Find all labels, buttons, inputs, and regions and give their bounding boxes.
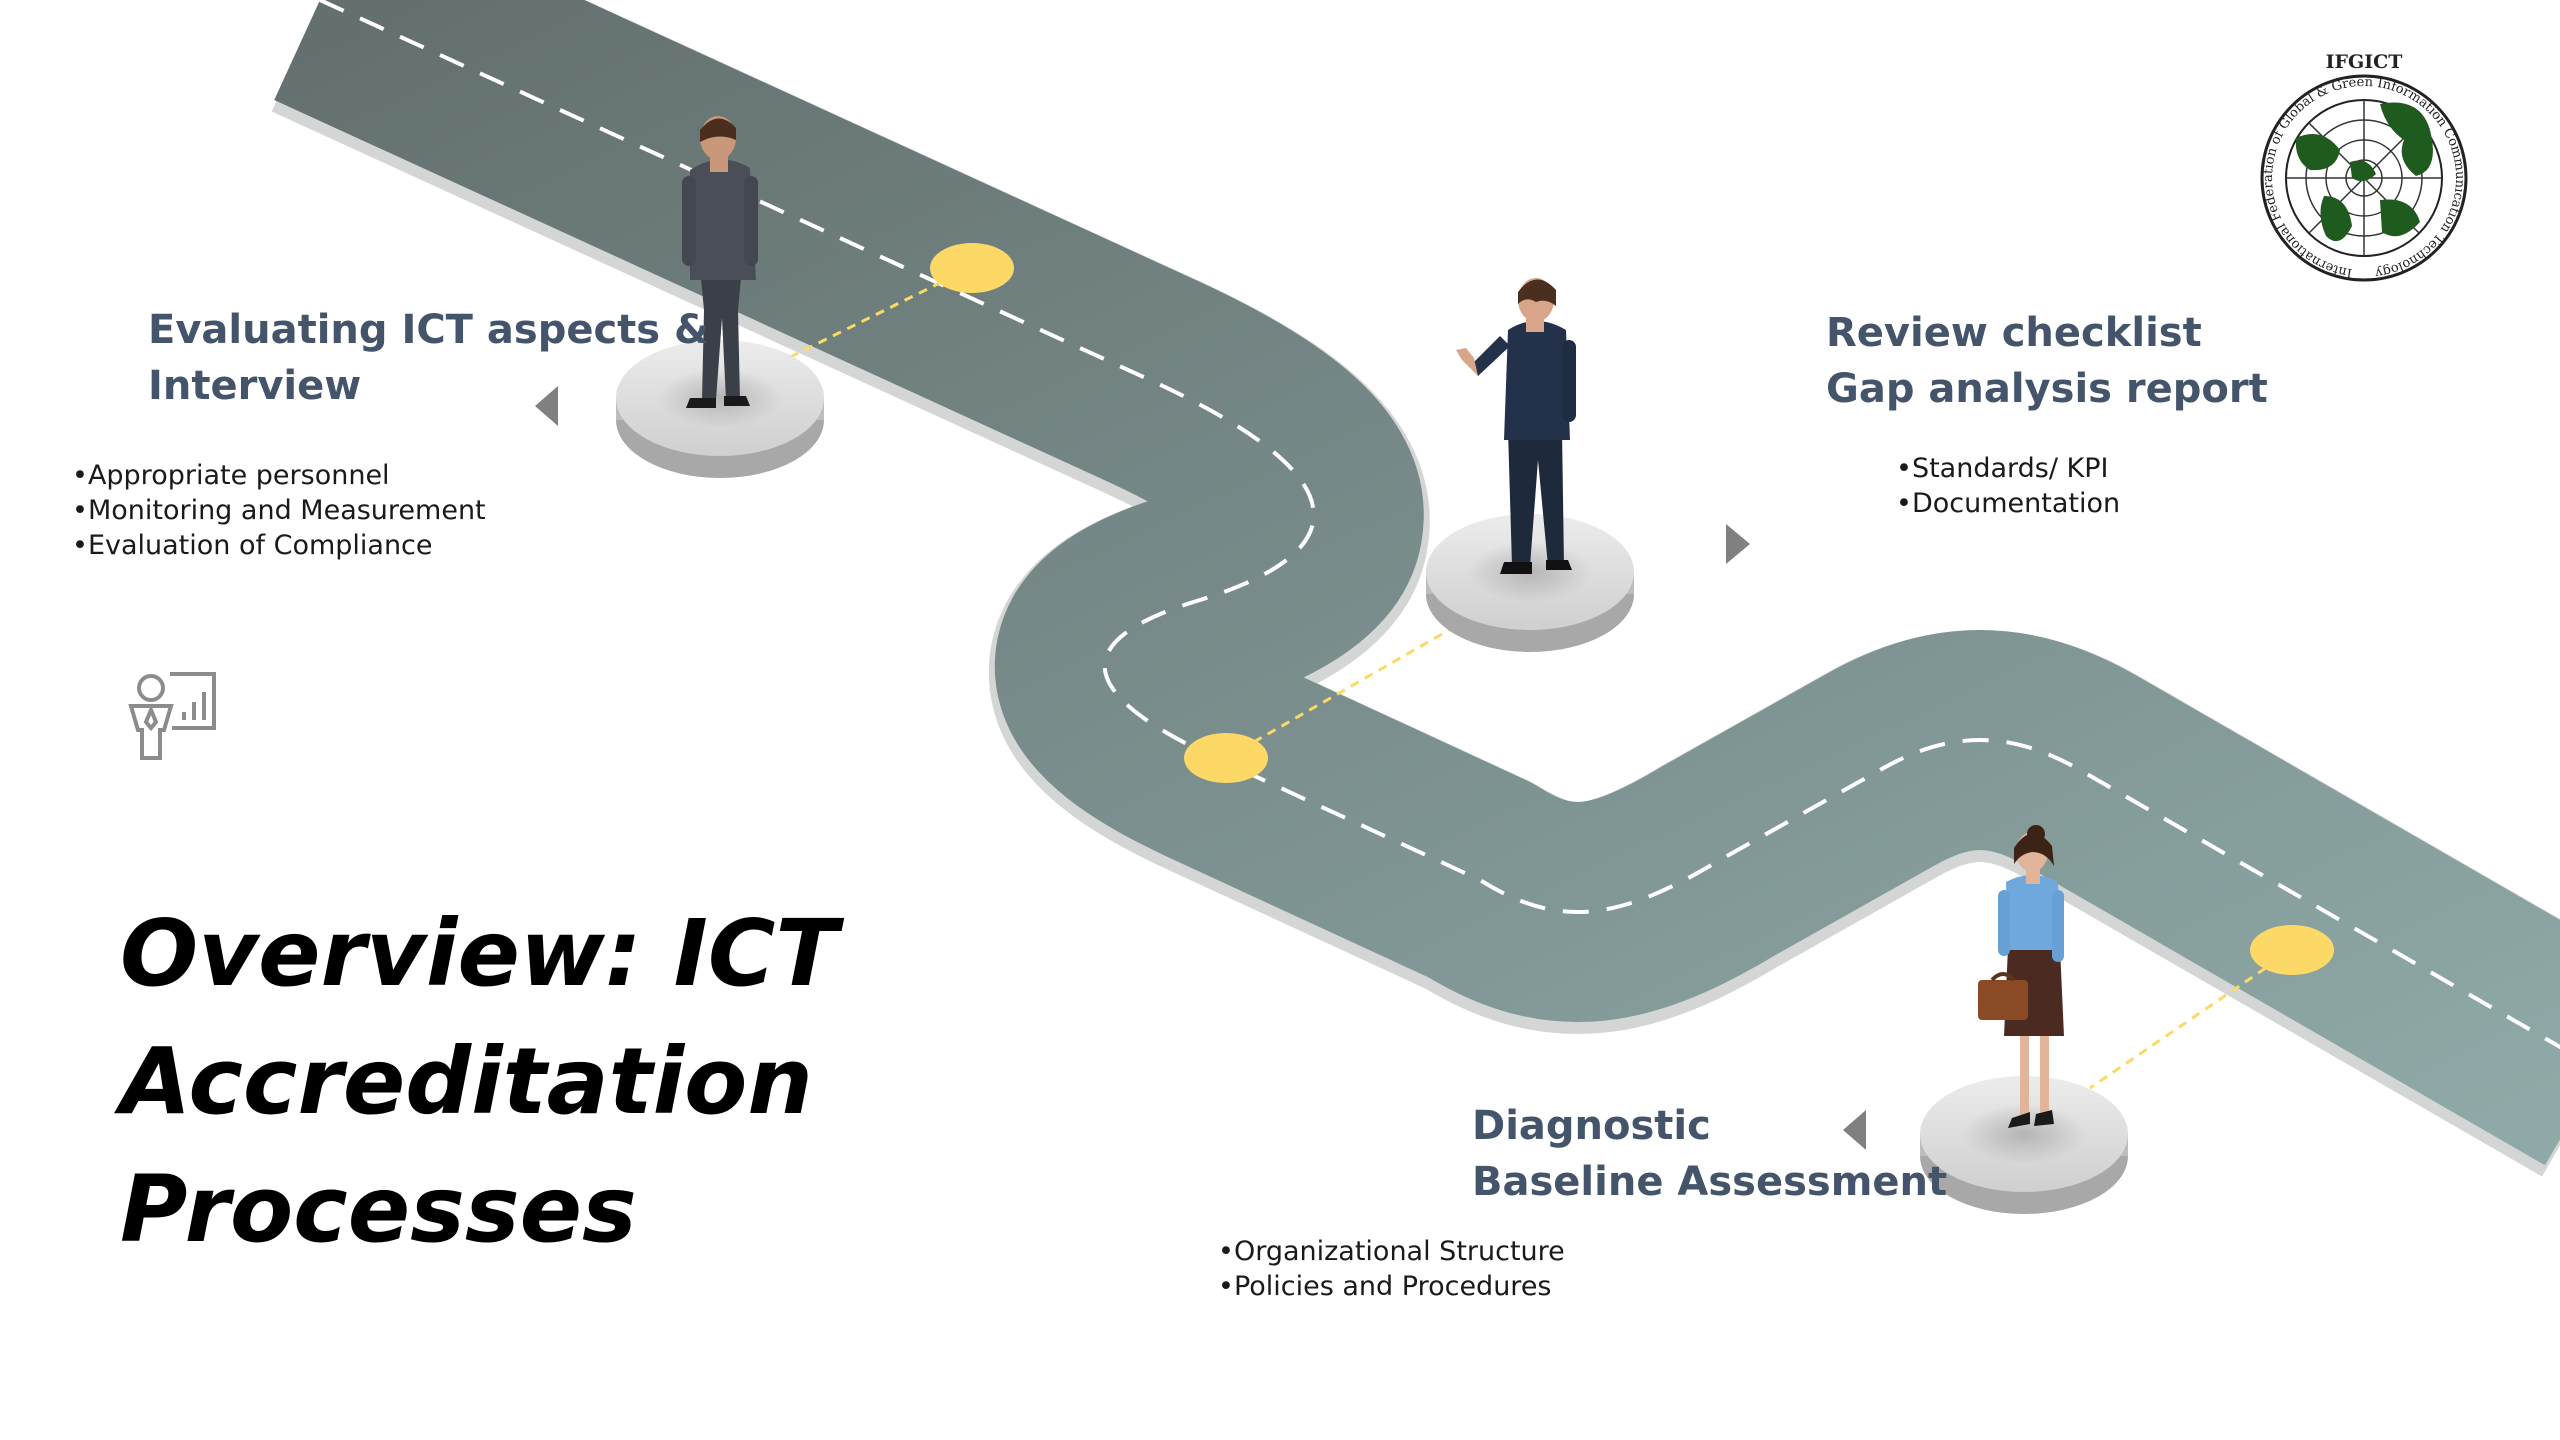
milestone-marker-3 (2250, 925, 2334, 975)
step-3-bullet-1: Organizational Structure (1218, 1234, 1565, 1269)
step-3-heading-line-1: Diagnostic (1472, 1103, 1711, 1149)
step-1-heading-line-1: Evaluating ICT aspects & (148, 307, 709, 353)
step-1-heading-line-2: Interview (148, 363, 362, 409)
person-2-man-navy-suit (1456, 278, 1576, 574)
page-title-line-1: Overview: ICT (120, 900, 839, 1007)
milestone-marker-1 (930, 243, 1014, 293)
milestone-marker-2 (1184, 733, 1268, 783)
triangle-left-icon (535, 386, 558, 426)
step-1-bullets: Appropriate personnel Monitoring and Mea… (72, 458, 486, 563)
step-1-bullet-2: Monitoring and Measurement (72, 493, 486, 528)
step-2-heading-line-1: Review checklist (1826, 310, 2202, 356)
milestone-link-1 (759, 266, 971, 374)
page-title: Overview: ICT Accreditation Processes (120, 890, 838, 1274)
step-3-bullet-2: Policies and Procedures (1218, 1269, 1565, 1304)
logo-acronym: IFGICT (2326, 51, 2403, 73)
step-2-bullets: Standards/ KPI Documentation (1896, 451, 2120, 521)
ifgict-logo: International Federation of Global & Gre… (2260, 51, 2468, 282)
step-1-heading: Evaluating ICT aspects & Interview (148, 302, 709, 414)
milestone-markers (759, 243, 2334, 1090)
person-3-woman-briefcase (1978, 825, 2064, 1128)
step-1-bullet-1: Appropriate personnel (72, 458, 486, 493)
step-2-bullet-2: Documentation (1896, 486, 2120, 521)
step-3-heading: Diagnostic Baseline Assessment (1472, 1098, 1947, 1210)
person-1-man-grey-suit (682, 116, 758, 408)
step-2-heading-line-2: Gap analysis report (1826, 366, 2268, 412)
step-2-heading: Review checklist Gap analysis report (1826, 305, 2268, 417)
page-title-line-2: Accreditation (120, 1028, 813, 1135)
page-title-line-3: Processes (120, 1156, 637, 1263)
step-3-bullets: Organizational Structure Policies and Pr… (1218, 1234, 1565, 1304)
step-3-heading-line-2: Baseline Assessment (1472, 1159, 1948, 1205)
platform-3 (1920, 1076, 2128, 1214)
platform-1 (616, 340, 824, 478)
triangle-right-icon (1726, 524, 1750, 564)
step-2-bullet-1: Standards/ KPI (1896, 451, 2120, 486)
triangle-left-icon (1843, 1110, 1866, 1150)
step-1-bullet-3: Evaluation of Compliance (72, 528, 486, 563)
milestone-link-3 (2089, 948, 2293, 1090)
presenter-chart-icon (128, 672, 216, 760)
